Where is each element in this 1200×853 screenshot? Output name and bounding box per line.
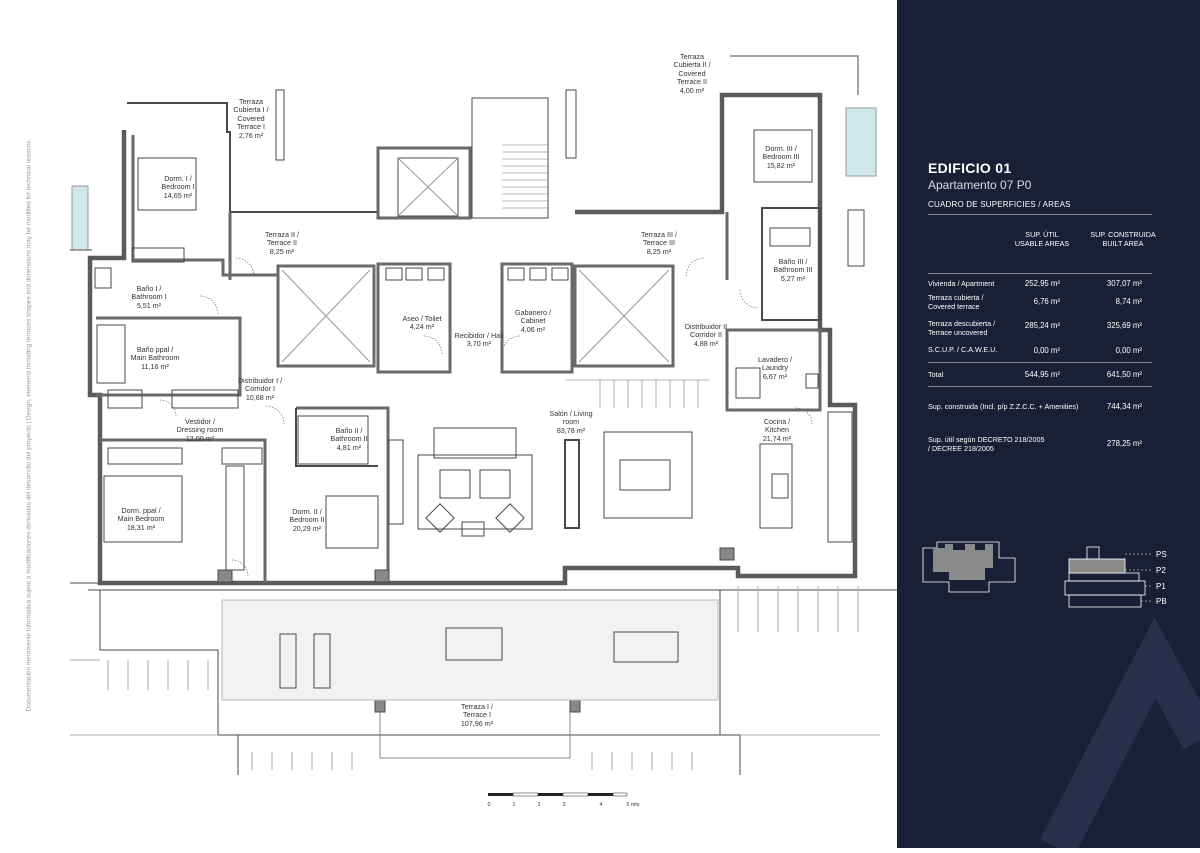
sup-construida-label: Sup. construida (Incl. p/p Z.Z.C.C. + Am… [928,402,1079,411]
total-divider [928,362,1152,363]
column-header-usable: SUP. ÚTIL USABLE AREAS [1014,230,1070,248]
room-label-terraza-ii: Terraza II / Terrace II 8,25 m² [265,230,299,256]
row-built-scup: 0,00 m² [1115,346,1142,355]
room-label-terraza-i: Terraza I / Terrace I 107,96 m² [460,702,494,728]
room-label-bano-ppal: Baño ppal / Main Bathroom 11,16 m² [130,345,180,371]
decorative-logo-stroke [1040,617,1200,848]
scale-bar [488,792,628,797]
level-label-pb: PB [1156,597,1167,606]
row-usable-terraza-descubierta: 285,24 m² [1024,321,1060,330]
levels-diagram-icon [1064,546,1153,608]
row-built-terraza-descubierta: 325,69 m² [1106,321,1142,330]
disclaimer-text: Documentación meramente informativa suje… [25,138,33,712]
building-title: EDIFICIO 01 [928,160,1012,176]
floor-plan: Terraza Cubierta I / Covered Terrace I 2… [25,52,897,808]
room-label-terraza-cubierta-ii: Terraza Cubierta II / Covered Terrace II… [673,52,711,95]
room-label-distribuidor-i: Distribuidor I / Corridor I 10,68 m² [237,376,283,402]
room-label-aseo: Aseo / Toilet 4,24 m² [402,314,442,332]
row-usable-scup: 0,00 m² [1033,346,1060,355]
level-label-p1: P1 [1156,582,1166,591]
row-built-vivienda: 307,07 m² [1106,279,1142,288]
room-label-bano-ii: Baño II / Bathroom II 4,81 m² [330,426,368,452]
floor-plan-drawing [70,55,897,775]
row-label-vivienda: Vivienda / Apartment [928,279,995,288]
room-label-terraza-cubierta-i: Terraza Cubierta I / Covered Terrace I 2… [233,97,269,140]
row-built-terraza-cubierta: 8,74 m² [1115,297,1142,306]
room-label-distribuidor-ii: Distribuidor II Corridor II 4,88 m² [684,322,728,348]
scale-tick-4: 4 [599,802,603,808]
sup-construida-value: 744,34 m² [1106,402,1142,411]
bottom-divider [928,386,1152,387]
row-label-terraza-cubierta: Terraza cubierta / Covered terrace [928,293,984,311]
room-label-bano-iii: Baño III / Bathroom III 5,27 m² [773,257,813,283]
room-label-dorm-iii: Dorm. III / Bedroom III 15,82 m² [762,144,800,170]
room-label-cocina: Cocina / Kitchen 21,74 m² [762,417,792,443]
room-label-recibidor: Recibidor / Hall 3,70 m² [454,331,504,349]
room-label-terraza-iii: Terraza III / Terrace III 8,25 m² [641,230,677,256]
row-label-terraza-descubierta: Terraza descubierta / Terrace uncovered [928,319,996,337]
room-label-lavadero: Lavadero / Laundry 6,67 m² [758,355,792,381]
room-label-bano-i: Baño I / Bathroom I 5,51 m² [131,284,167,310]
level-label-ps: PS [1156,550,1167,559]
room-label-salon: Salón / Living room 83,78 m² [549,409,593,435]
room-label-dorm-ppal: Dorm. ppal / Main Bedroom 18,31 m² [117,506,165,532]
scale-tick-0: 0 [487,802,491,808]
level-label-p2: P2 [1156,566,1166,575]
room-label-dorm-ii: Dorm. II / Bedroom II 20,29 m² [289,507,325,533]
caption-divider [928,214,1152,215]
room-label-dorm-i: Dorm. I / Bedroom I 14,65 m² [161,174,195,200]
scale-tick-2: 2 [537,802,541,808]
sup-util-value: 278,25 m² [1106,439,1142,448]
room-label-gabanero: Gabanero / Cabinet 4,06 m² [515,308,551,334]
column-header-built: SUP. CONSTRUIDA BUILT AREA [1090,230,1156,248]
scale-tick-3: 3 [562,802,566,808]
key-plan-icon [922,541,1016,593]
apartment-subtitle: Apartamento 07 P0 [928,178,1032,192]
row-usable-total: 544,95 m² [1024,370,1060,379]
row-usable-vivienda: 252,95 m² [1024,279,1060,288]
scale-tick-5: 5 mts [626,802,640,808]
row-usable-terraza-cubierta: 6,76 m² [1033,297,1060,306]
header-divider [928,273,1152,274]
scale-tick-1: 1 [512,802,516,808]
areas-caption: CUADRO DE SUPERFICIES / AREAS [928,200,1071,209]
row-label-total: Total [928,370,944,379]
sup-util-label: Sup. útil según DECRETO 218/2005 / DECRE… [928,435,1045,453]
row-built-total: 641,50 m² [1106,370,1142,379]
areas-panel: EDIFICIO 01 Apartamento 07 P0 CUADRO DE … [897,0,1200,848]
row-label-scup: S.C.U.P. / C.A.W.E.U. [928,345,998,354]
room-label-vestidor: Vestidor / Dressing room 12,00 m² [176,417,224,443]
